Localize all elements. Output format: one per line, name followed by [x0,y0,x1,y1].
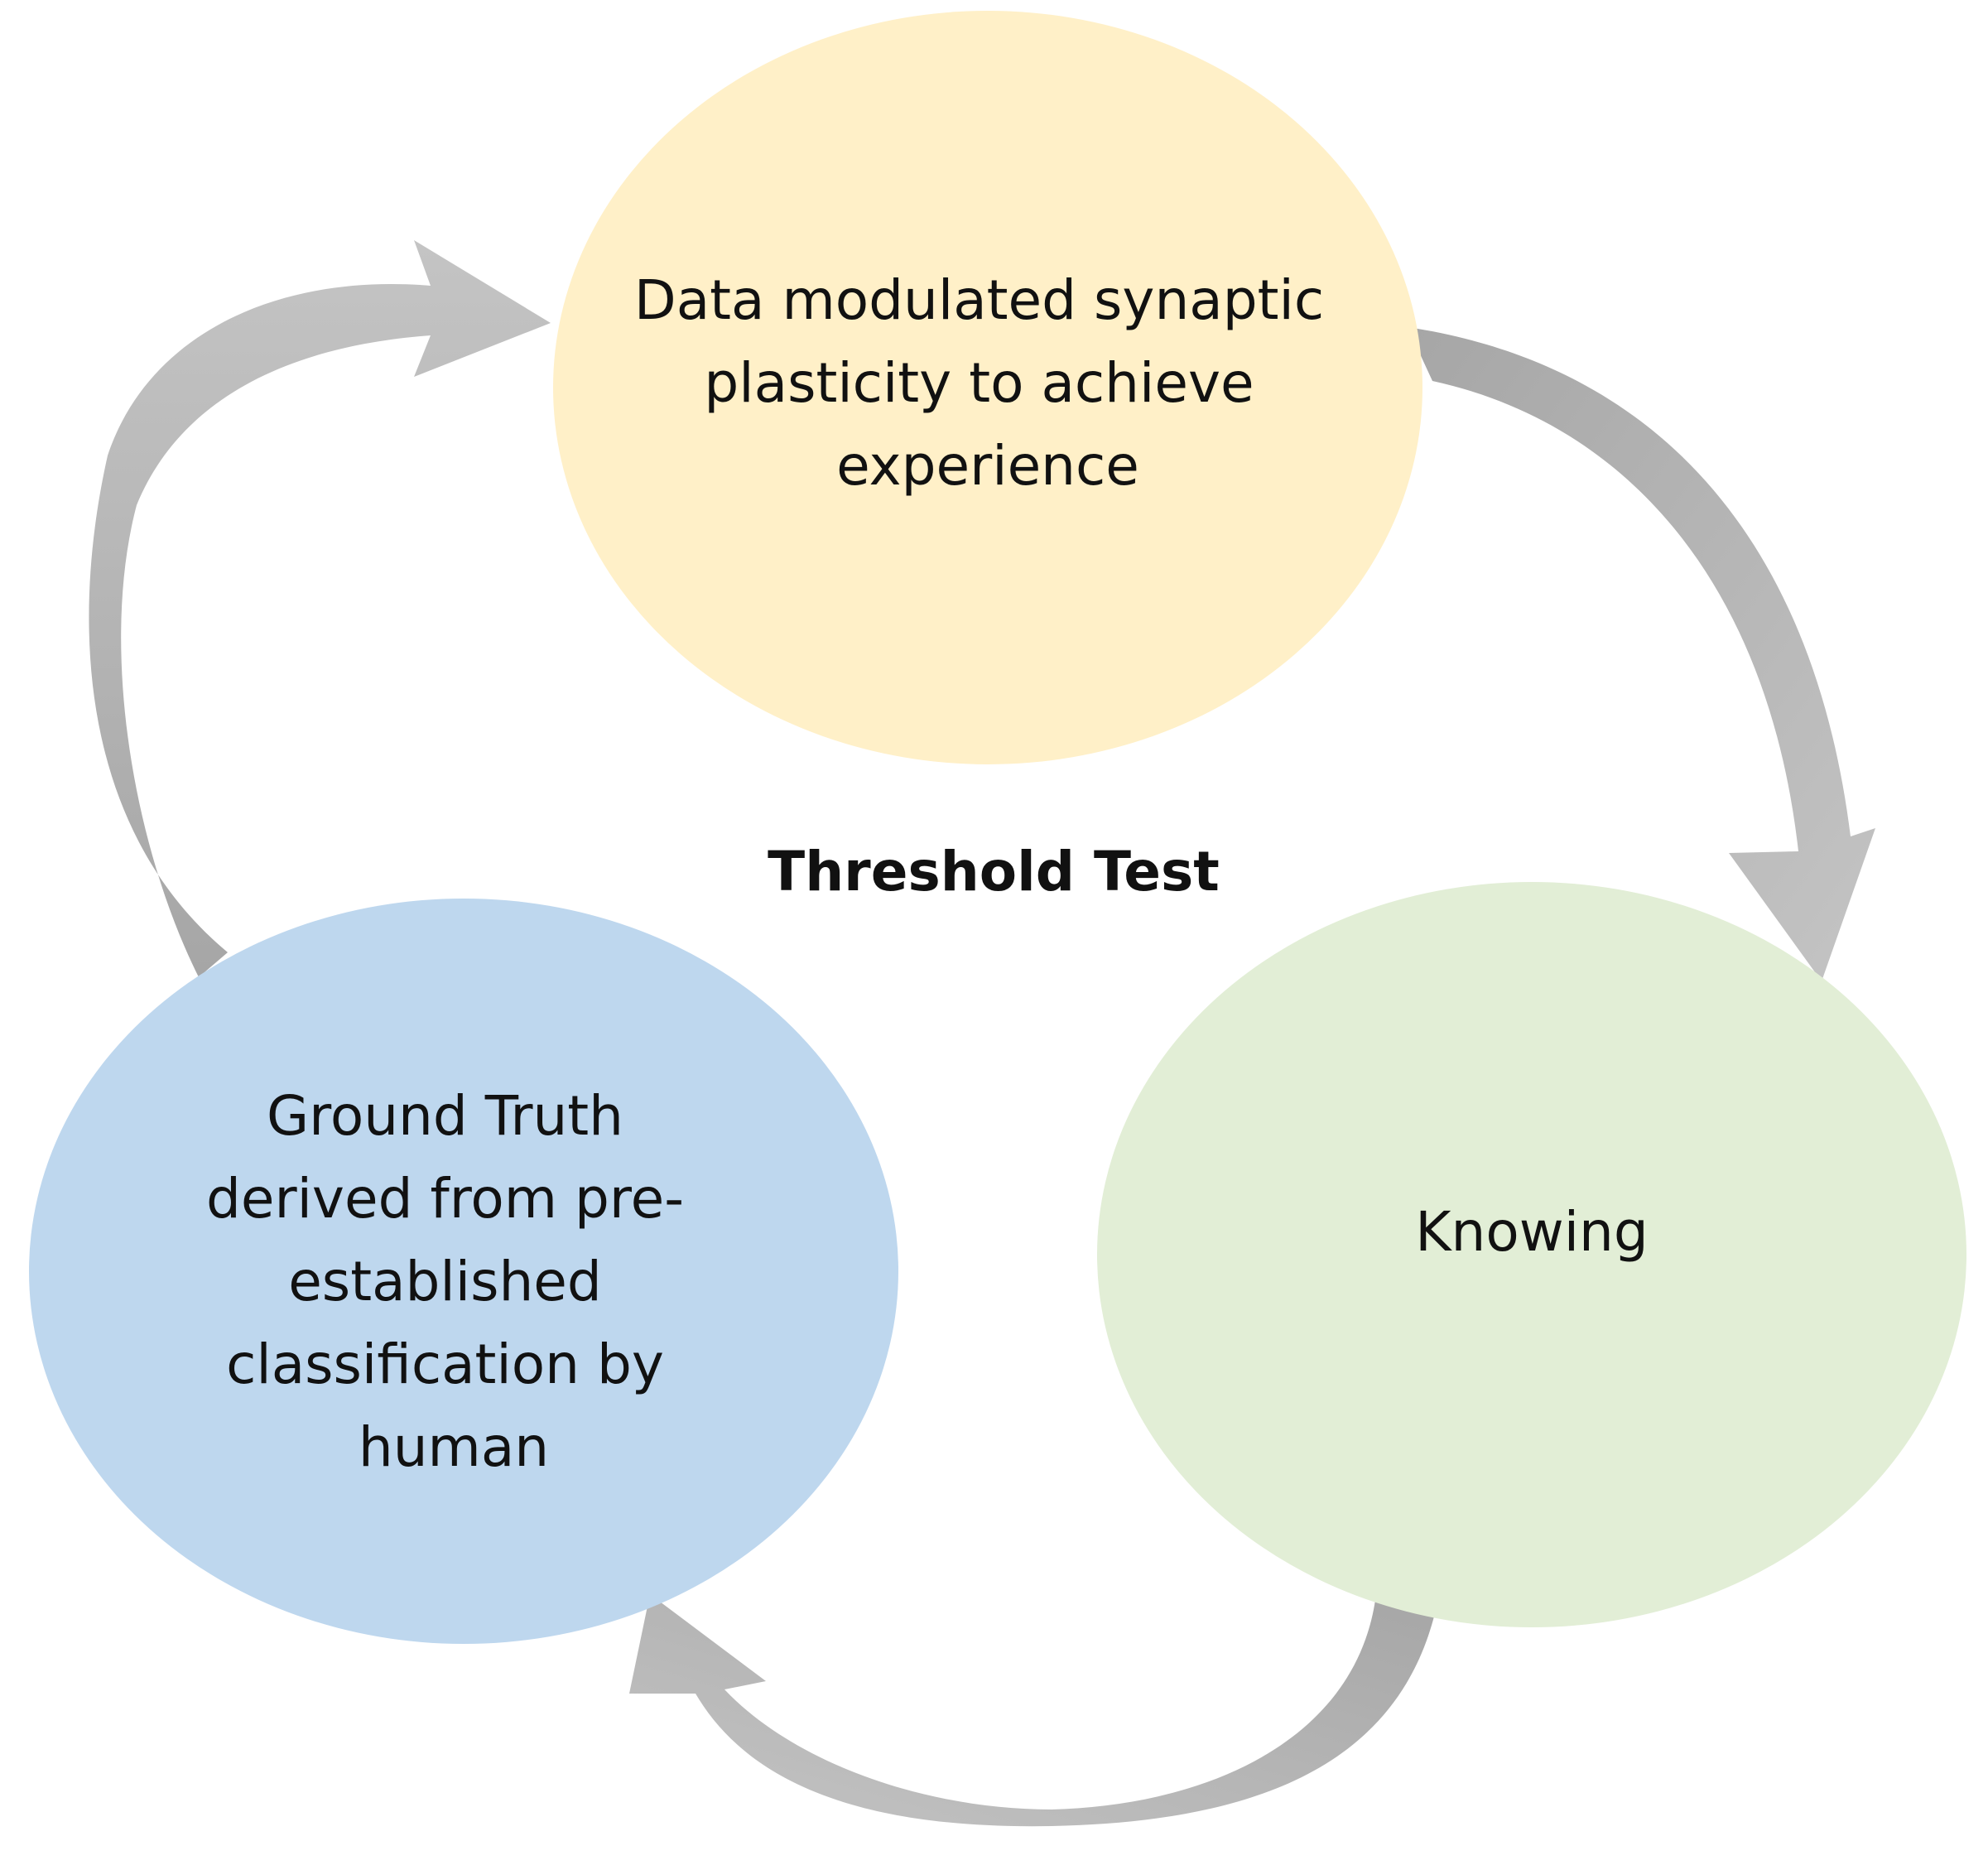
center-label: Threshold Test [768,840,1220,904]
node-right-ellipse [1097,882,1966,1627]
node-top: Data modulated synaptic plasticity to ac… [553,11,1422,764]
node-left-label-line-3: established [288,1250,602,1313]
arrow-right-to-left [629,1594,1439,1827]
node-left-label-line-1: Ground Truth [267,1084,623,1148]
node-top-label-line-1: Data modulated synaptic [634,268,1324,332]
node-left-label-line-5: human [359,1415,549,1479]
svg-text:Ground Truth derived fro: Ground Truth derived from pre- establish… [206,1084,701,1479]
node-left: Ground Truth derived from pre- establish… [29,899,898,1644]
node-left-label-line-4: classification by [226,1332,664,1396]
node-top-ellipse [553,11,1422,764]
node-right: Knowing [1097,882,1966,1627]
arrow-left-to-top [89,240,551,977]
svg-text:Data modulated synaptic: Data modulated synaptic plasticity to ac… [634,268,1341,498]
arrow-top-to-right [1408,327,1875,981]
node-left-ellipse [29,899,898,1644]
node-right-label-line-1: Knowing [1415,1200,1649,1264]
node-left-label-line-2: derived from pre- [206,1167,684,1231]
node-top-label-line-3: experience [836,434,1139,498]
svg-text:Knowing: Knowing [1415,1200,1649,1264]
node-top-label-line-2: plasticity to achieve [704,351,1254,415]
